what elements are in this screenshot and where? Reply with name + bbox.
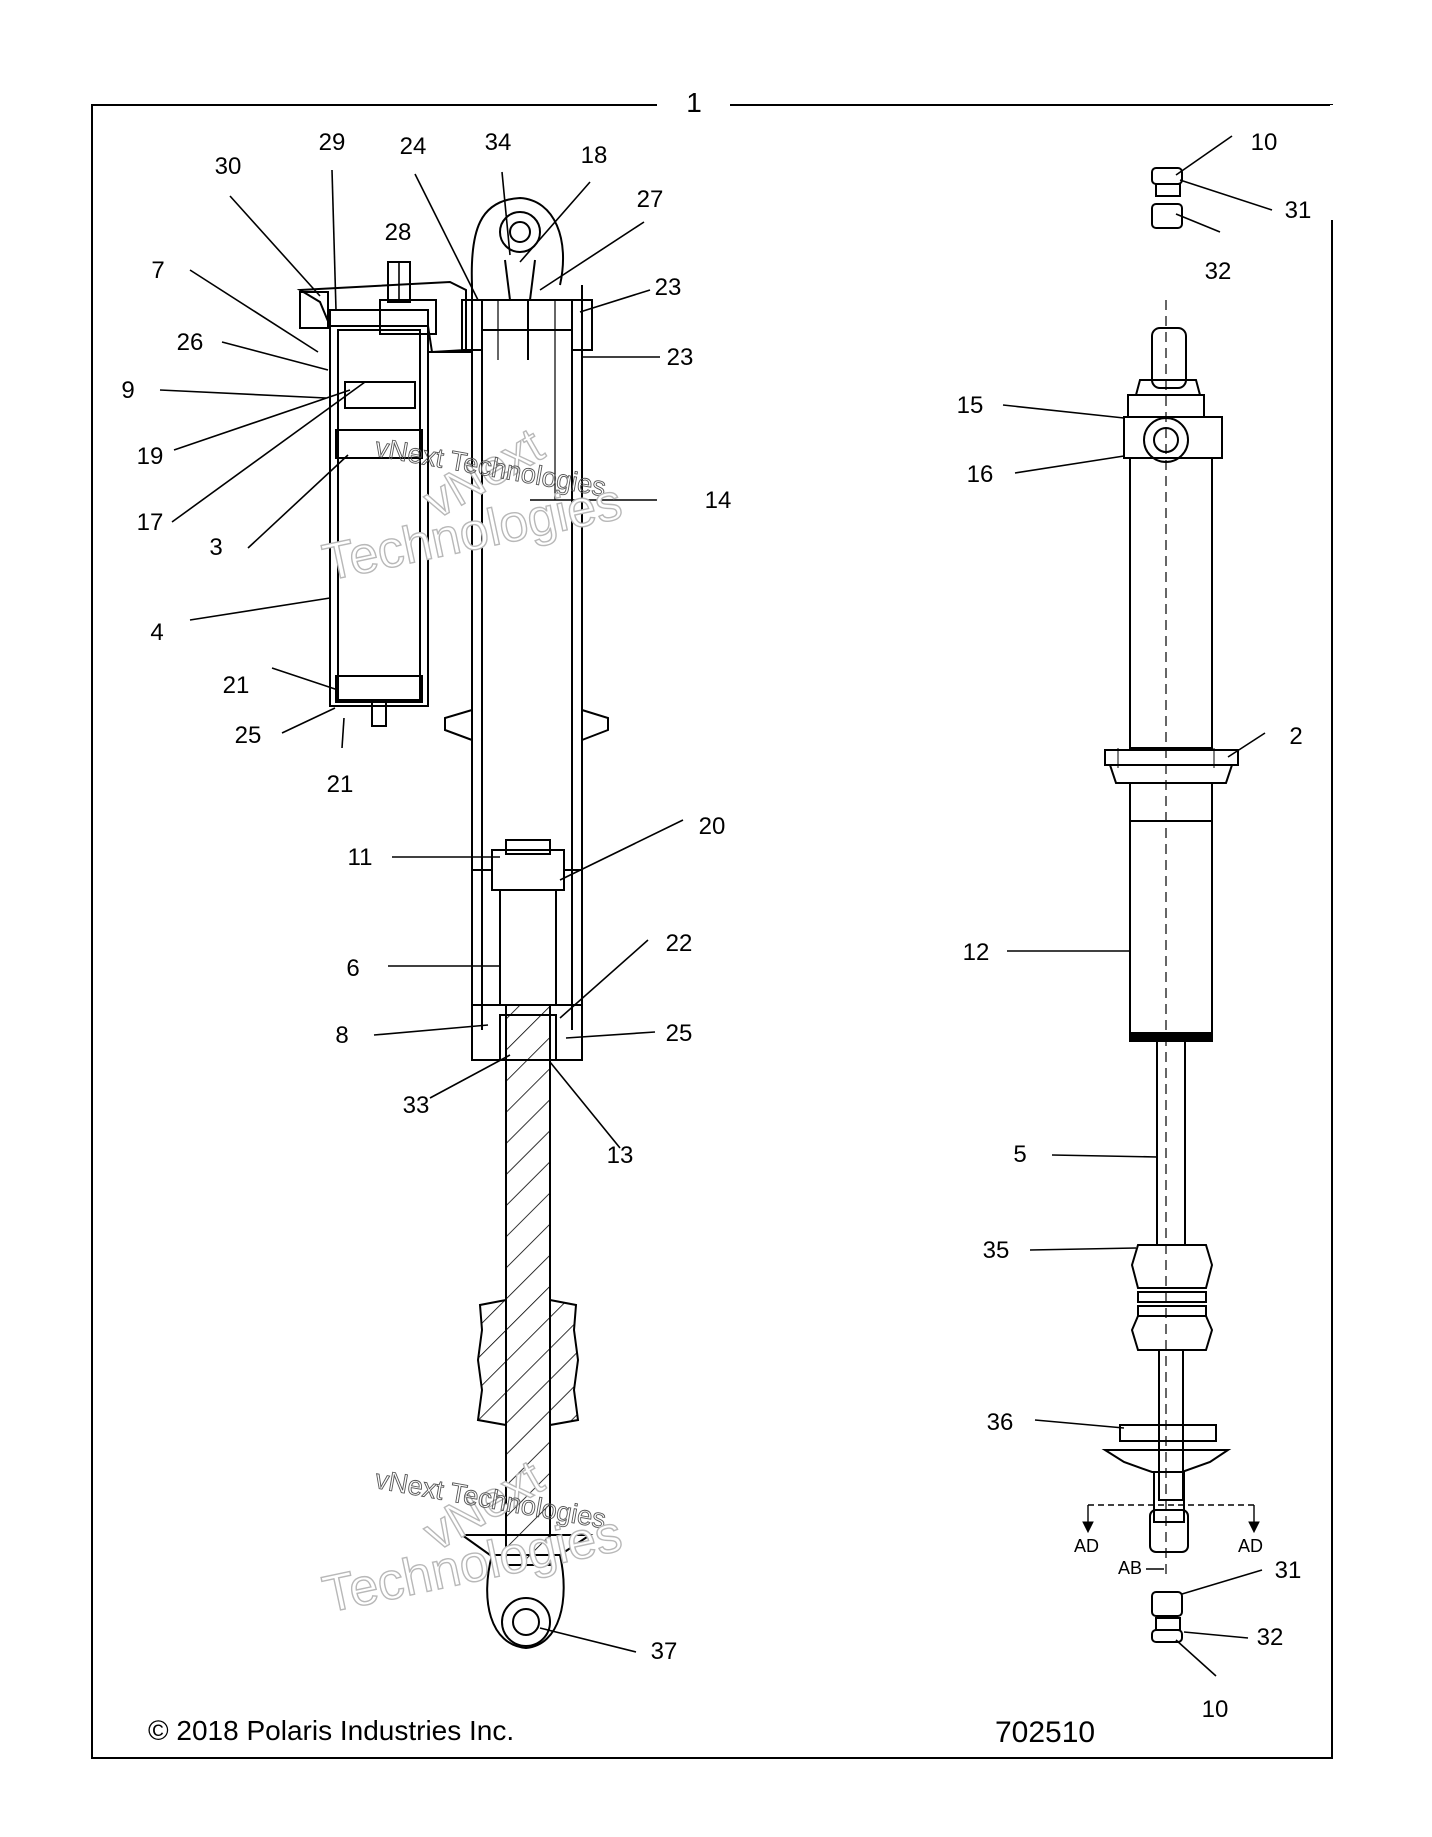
- right-callout-16: 16: [967, 461, 994, 488]
- left-callout-20: 20: [699, 813, 726, 840]
- left-callout-8: 8: [335, 1022, 348, 1049]
- left-callout-21: 21: [223, 672, 250, 699]
- right-callout-32: 32: [1257, 1624, 1284, 1651]
- left-callout-6: 6: [346, 955, 359, 982]
- section-line: [1082, 1504, 1260, 1570]
- left-callout-27: 27: [637, 186, 664, 213]
- section-marker-ad-right: AD: [1238, 1536, 1263, 1556]
- right-callout-36: 36: [987, 1409, 1014, 1436]
- right-callout-5: 5: [1013, 1141, 1026, 1168]
- shock-exterior-view: [1101, 167, 1239, 1643]
- watermark-bottom: vNext vNext Technologies Technologies: [317, 1448, 627, 1625]
- right-callout-12: 12: [963, 939, 990, 966]
- left-callout-26: 26: [177, 329, 204, 356]
- left-callout-37: 37: [651, 1638, 678, 1665]
- section-marker-ab: AB: [1118, 1558, 1142, 1578]
- right-callout-35: 35: [983, 1237, 1010, 1264]
- section-marker-ad-left: AD: [1074, 1536, 1099, 1556]
- right-callout-31: 31: [1285, 197, 1312, 224]
- left-callout-3: 3: [209, 534, 222, 561]
- callouts-right: 10 31 32 15 16 2 12 5 35 36 31 32 10: [957, 129, 1312, 1723]
- left-callout-23: 23: [655, 274, 682, 301]
- left-callout-18: 18: [581, 142, 608, 169]
- part-number: 702510: [995, 1716, 1095, 1749]
- shock-section-view: [296, 196, 609, 1650]
- assembly-number: 1: [686, 87, 702, 118]
- right-callout-32: 32: [1205, 258, 1232, 285]
- left-callout-25: 25: [666, 1020, 693, 1047]
- left-callout-28: 28: [385, 219, 412, 246]
- left-callout-33: 33: [403, 1092, 430, 1119]
- left-callout-22: 22: [666, 930, 693, 957]
- leader-lines: [159, 135, 1273, 1677]
- right-callout-15: 15: [957, 392, 984, 419]
- callouts-left: 29 30 24 34 18 27 28 7 23 26 23 9 19 17 3 14 4 21 25 21 11 20…: [121, 129, 731, 1665]
- right-callout-31: 31: [1275, 1557, 1302, 1584]
- left-callout-13: 13: [607, 1142, 634, 1169]
- frame: [91, 104, 1334, 1759]
- left-callout-25: 25: [235, 722, 262, 749]
- left-callout-14: 14: [705, 487, 732, 514]
- copyright-text: © 2018 Polaris Industries Inc.: [148, 1715, 514, 1746]
- right-callout-2: 2: [1289, 723, 1302, 750]
- left-callout-9: 9: [121, 377, 134, 404]
- left-callout-30: 30: [215, 153, 242, 180]
- left-callout-7: 7: [151, 257, 164, 284]
- left-callout-21: 21: [327, 771, 354, 798]
- left-callout-19: 19: [137, 443, 164, 470]
- left-callout-24: 24: [400, 133, 427, 160]
- left-callout-11: 11: [348, 844, 373, 871]
- left-callout-34: 34: [485, 129, 512, 156]
- left-callout-23: 23: [667, 344, 694, 371]
- right-callout-10: 10: [1251, 129, 1278, 156]
- left-callout-29: 29: [319, 129, 346, 156]
- left-callout-17: 17: [137, 509, 164, 536]
- left-callout-4: 4: [150, 619, 163, 646]
- right-callout-10: 10: [1202, 1696, 1229, 1723]
